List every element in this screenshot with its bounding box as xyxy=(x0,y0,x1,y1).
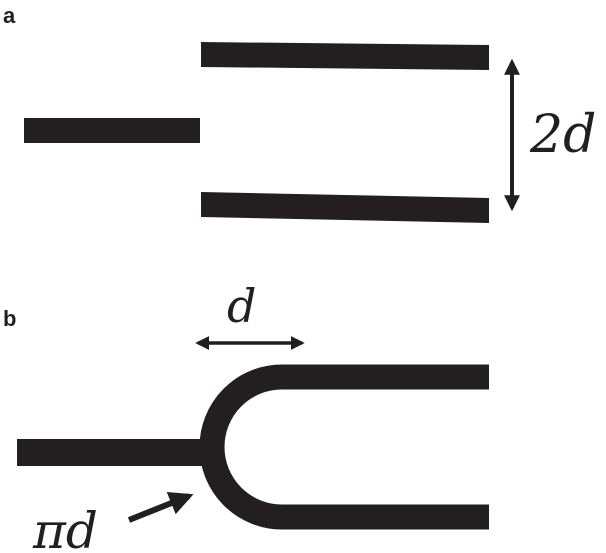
input-waveguide-bar xyxy=(24,118,200,143)
lower-output-bar xyxy=(201,192,489,223)
upper-output-bar xyxy=(201,42,489,70)
input-waveguide-bar xyxy=(17,439,209,466)
panel-b: b d πd xyxy=(3,279,489,553)
panel-a-label: a xyxy=(3,3,16,28)
panel-a: a 2d xyxy=(3,3,596,223)
width-label: d xyxy=(227,279,256,333)
arc-length-pointer-arrow xyxy=(127,491,194,523)
panel-b-label: b xyxy=(3,306,16,331)
separation-label: 2d xyxy=(529,105,596,165)
arc-length-label: πd xyxy=(32,502,98,553)
u-shaped-splitter-waveguide xyxy=(199,364,489,530)
